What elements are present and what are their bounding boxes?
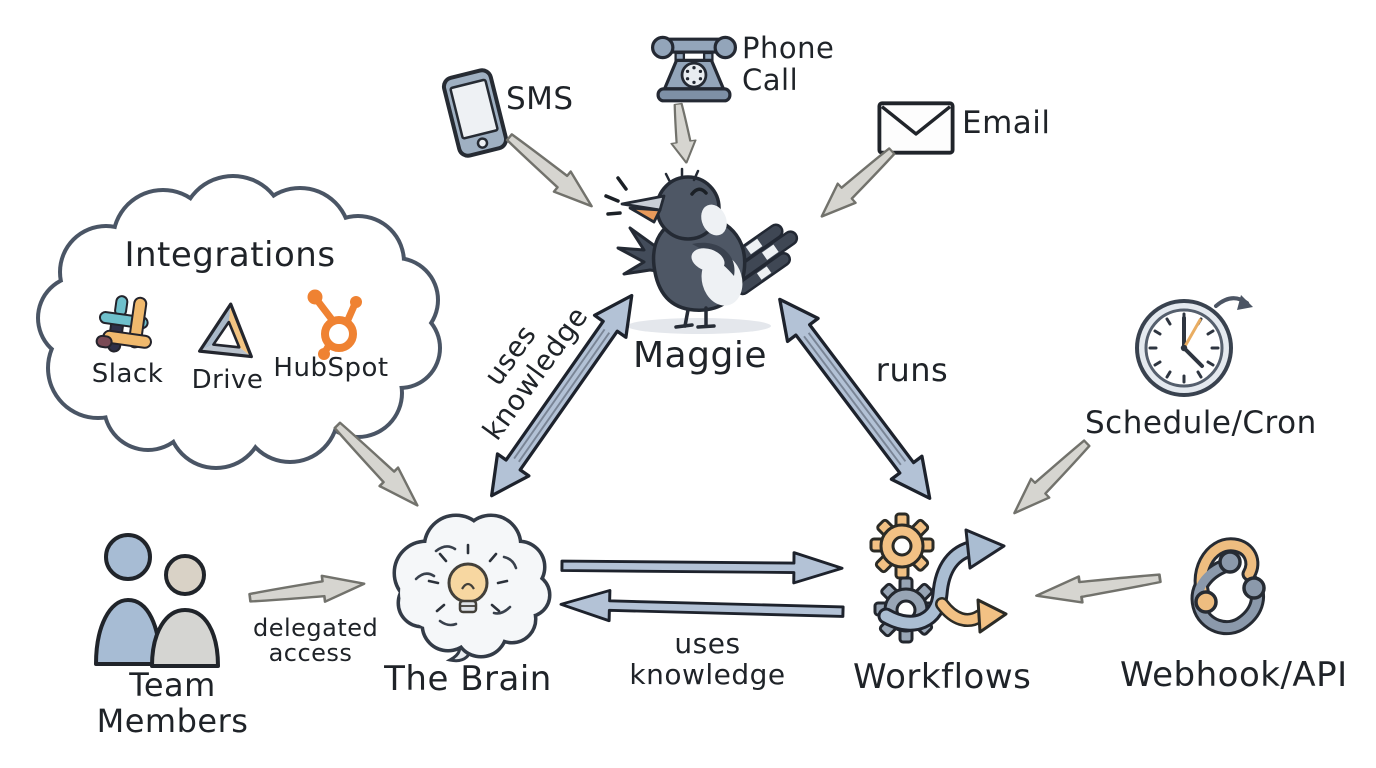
cron-cycle-arrow-icon (1214, 295, 1253, 310)
schedule-cron-label: Schedule/Cron (1085, 405, 1317, 441)
gear-orange (869, 512, 935, 580)
orange-branch-arrow (935, 597, 1008, 634)
arrow-sms-to-maggie (505, 133, 593, 208)
double-arrow-maggie-workflows (778, 297, 932, 500)
the-brain-label: The Brain (384, 659, 552, 699)
slack-label: Slack (91, 359, 164, 389)
hubspot-icon (307, 289, 362, 360)
arrow-webhook-to-workflows (1035, 573, 1162, 604)
webhook-api-label: Webhook/API (1120, 655, 1348, 695)
arrow-email-to-maggie (820, 147, 896, 218)
phone-call-icon (650, 35, 738, 103)
runs-label: runs (875, 351, 949, 389)
drive-label: Drive (191, 365, 264, 395)
delegated-access-label: delegated access (253, 614, 379, 668)
arrow-workflows-to-brain (559, 589, 845, 623)
speech-lines-icon (604, 176, 628, 216)
webhook-icon (1190, 537, 1266, 636)
workflow-gears-icon (869, 512, 1008, 644)
integrations-title: Integrations (124, 235, 336, 275)
maggie-label: Maggie (633, 335, 767, 376)
phone-call-label: Phone Call (742, 31, 835, 98)
arrow-schedule-to-workflows (1013, 439, 1091, 515)
brain-icon (392, 513, 552, 663)
maggie-eye (690, 187, 708, 196)
sms-label: SMS (506, 81, 574, 117)
maggie-bird-illustration (604, 167, 799, 334)
s-curve-arrow (877, 528, 1006, 632)
arrow-phone-to-maggie (670, 102, 697, 164)
uses-knowledge-horizontal-label: uses knowledge (629, 627, 786, 692)
google-drive-icon (198, 302, 253, 359)
person-gray (150, 554, 220, 668)
team-members-icon (94, 533, 220, 668)
arrow-team-to-brain (248, 574, 366, 603)
lightbulb-icon (427, 543, 509, 614)
arrow-brain-to-workflows (560, 551, 844, 585)
email-label: Email (962, 105, 1051, 141)
clock-icon (1135, 295, 1253, 397)
arrow-integrations-to-brain (333, 421, 419, 507)
sms-phone-icon (441, 68, 509, 158)
slack-icon (95, 295, 152, 353)
workflows-label: Workflows (853, 657, 1032, 697)
double-arrow-brain-maggie (490, 293, 634, 498)
hubspot-label: HubSpot (273, 353, 389, 383)
email-envelope-icon (877, 101, 955, 155)
team-members-label: Team Members (96, 666, 249, 740)
person-blue (94, 533, 162, 666)
